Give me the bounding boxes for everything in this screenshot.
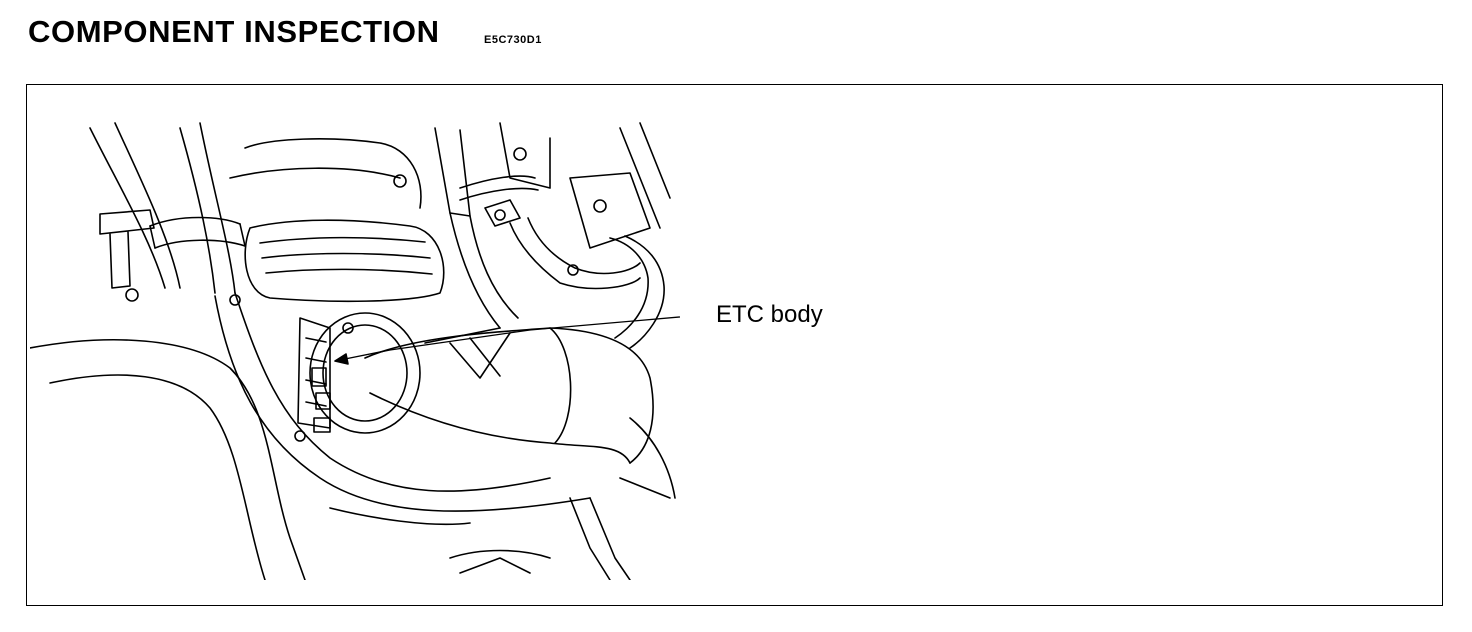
etc-body-callout: ETC body — [716, 301, 823, 328]
section-code: E5C730D1 — [484, 34, 542, 46]
page-title: COMPONENT INSPECTION — [28, 14, 440, 49]
engine-bay-illustration — [30, 122, 680, 580]
figure-frame — [26, 84, 1443, 606]
